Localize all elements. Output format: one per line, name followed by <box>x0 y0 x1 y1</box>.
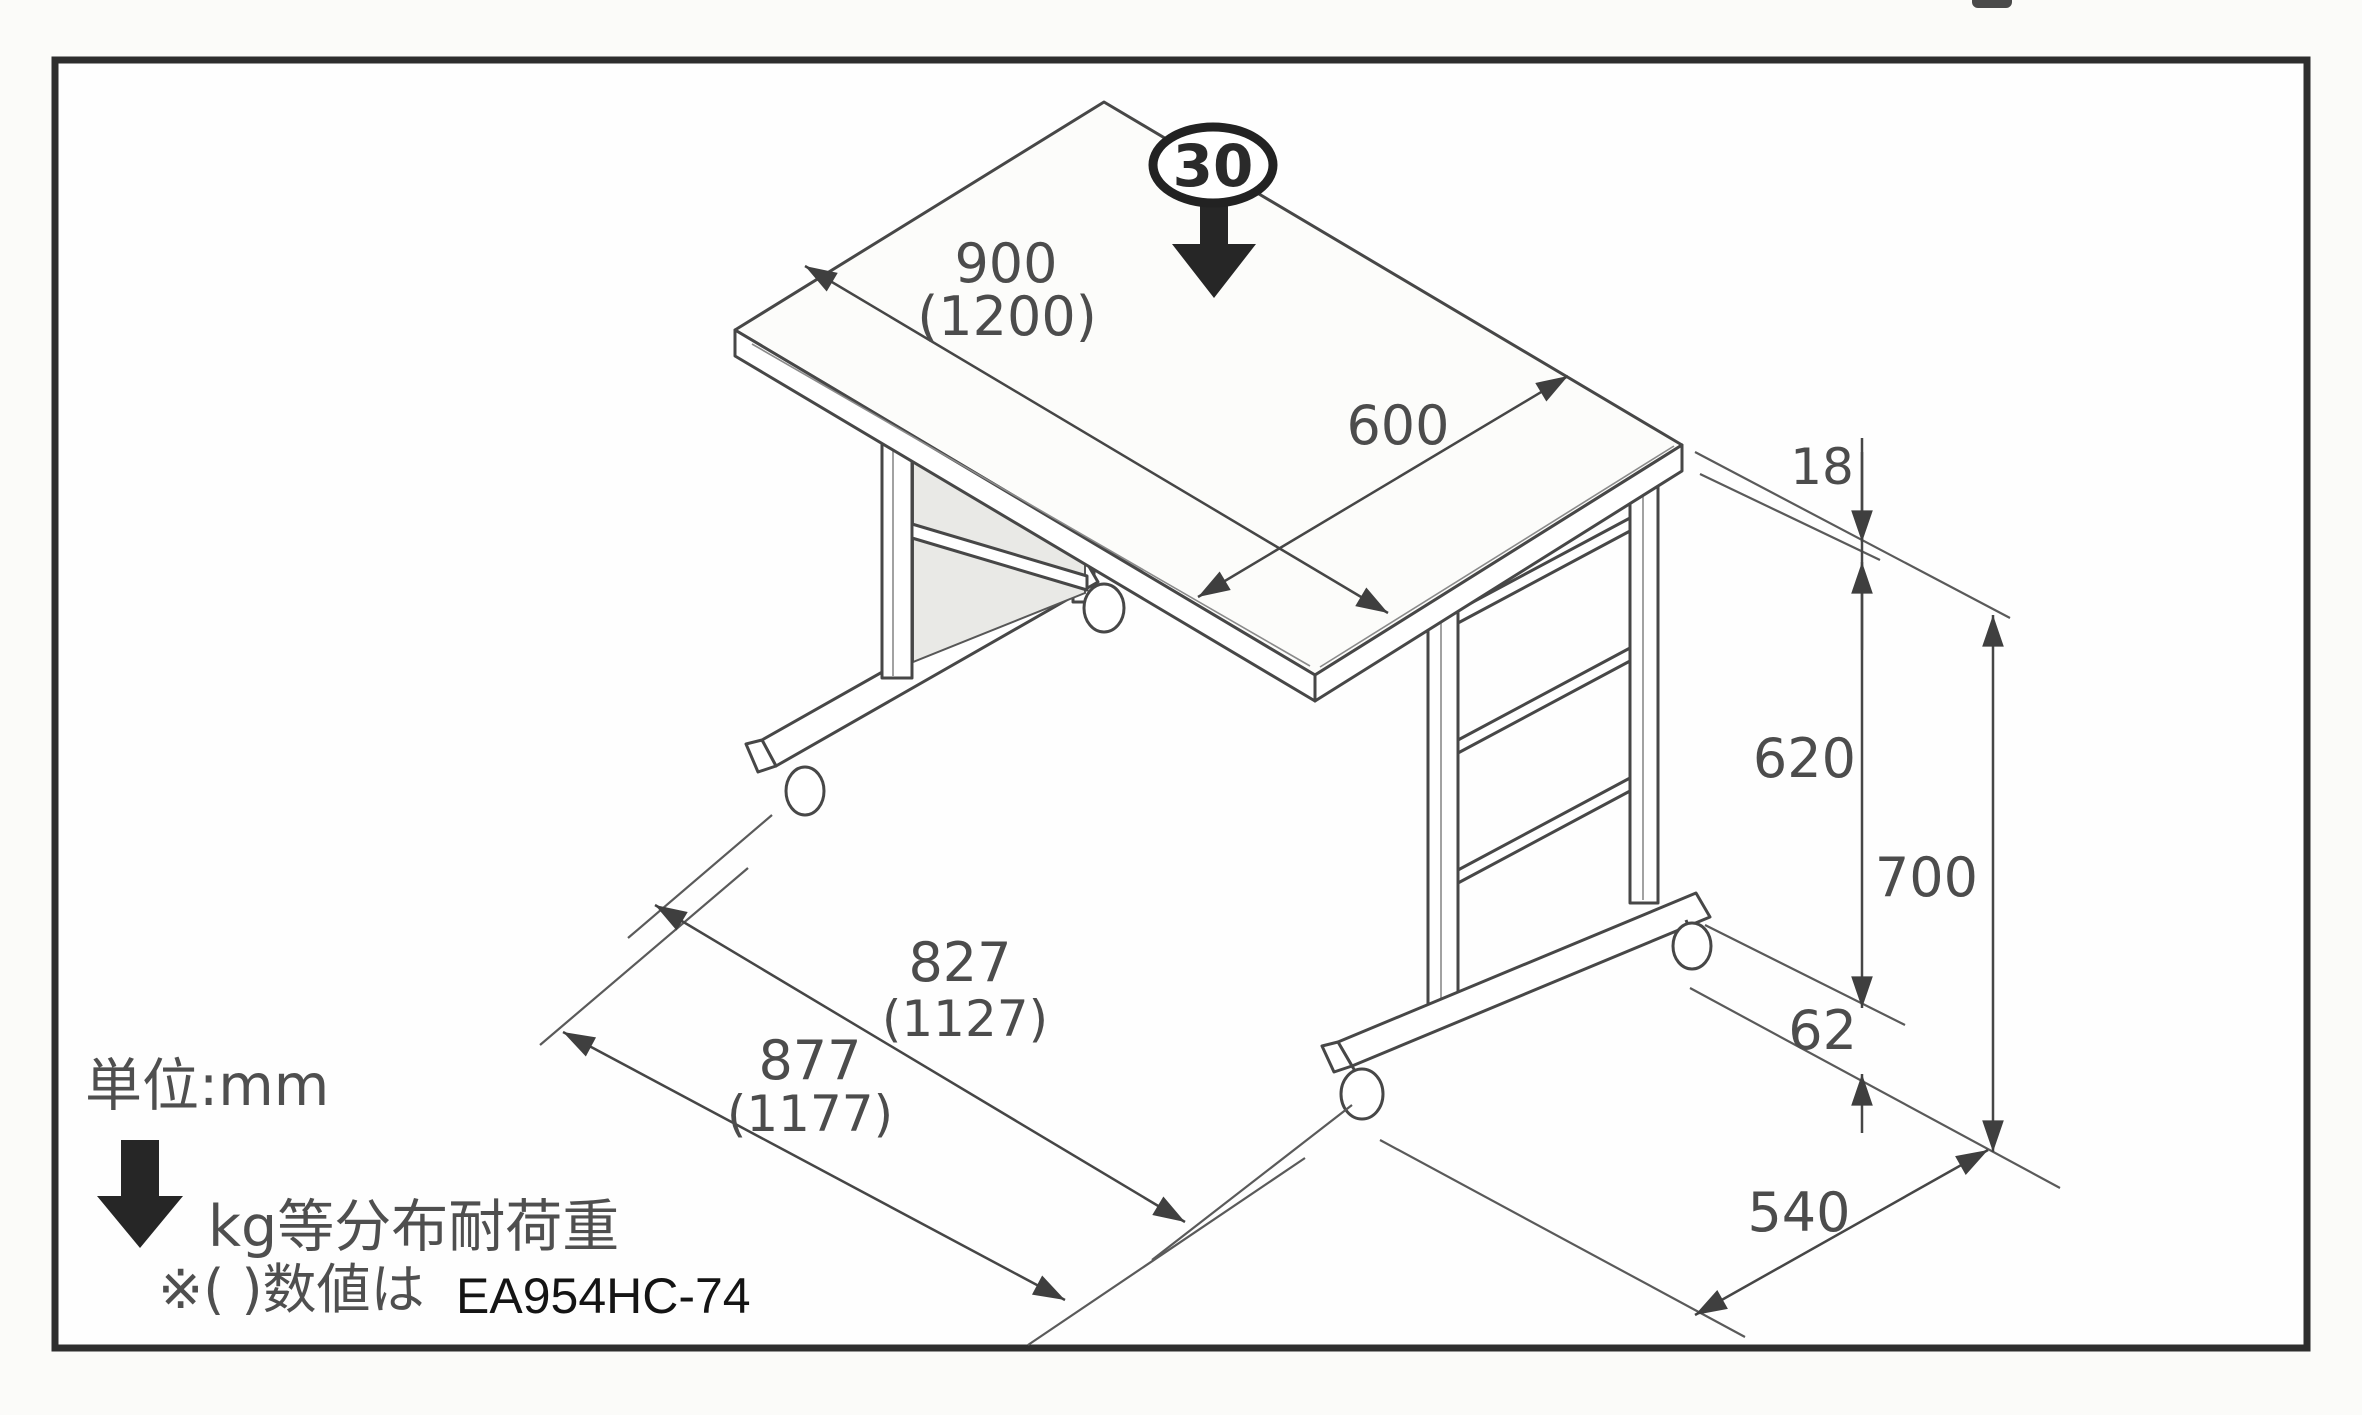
label-base-depth: 540 <box>1747 1181 1850 1244</box>
ext-bottom-surface <box>1699 473 1881 561</box>
right-rear-caster <box>1671 921 1713 971</box>
ext-827-right <box>1151 1104 1353 1261</box>
label-overall-length-paren: (1177) <box>727 1085 893 1143</box>
legend-arrow-stem <box>121 1140 159 1198</box>
label-top-width-paren: (1200) <box>917 285 1097 348</box>
ext-beam-top <box>1704 924 1906 1026</box>
dimension-labels: 900 (1200) 600 18 620 700 62 540 827 (11… <box>727 232 1978 1244</box>
dimline-877 <box>562 1030 1066 1302</box>
label-top-width: 900 <box>954 232 1057 295</box>
right-front-post <box>1426 603 1460 1020</box>
left-rear-caster <box>1082 582 1126 634</box>
ext-827-left <box>627 814 773 939</box>
legend-arrow-head <box>97 1196 183 1248</box>
ext-floor-front <box>1379 1139 1746 1338</box>
legend-units: 単位:mm <box>85 1053 329 1119</box>
label-frame-length-paren: (1127) <box>882 990 1048 1048</box>
badge-oval <box>1148 122 1278 208</box>
right-front-caster <box>1339 1067 1385 1121</box>
legend-load-capacity: kg等分布耐荷重 <box>208 1194 619 1260</box>
label-caster-height: 62 <box>1788 999 1857 1062</box>
label-top-depth: 600 <box>1346 394 1449 457</box>
ext-floor-rear <box>1689 987 2061 1189</box>
label-frame-length: 827 <box>908 931 1011 994</box>
extension-lines <box>539 451 2061 1346</box>
legend-model-code: EA954HC-74 <box>456 1268 751 1324</box>
legend: 単位:mm kg等分布耐荷重 ※( )数値は EA954HC-74 <box>85 1053 751 1324</box>
dimension-lines <box>562 264 2004 1317</box>
ext-877-right <box>1027 1157 1306 1346</box>
left-front-caster <box>784 765 826 817</box>
load-capacity-badge: 30 <box>1148 122 1278 298</box>
label-top-thickness: 18 <box>1790 438 1854 496</box>
label-overall-length: 877 <box>758 1029 861 1092</box>
legend-paren-note: ※( )数値は <box>158 1258 425 1321</box>
badge-load-value: 30 <box>1173 132 1254 200</box>
label-underside-height: 620 <box>1753 727 1856 790</box>
dimline-540 <box>1694 1148 1989 1317</box>
cropped-print-mark <box>1972 0 2012 8</box>
right-rear-post <box>1628 475 1660 905</box>
ext-877-left <box>539 867 749 1046</box>
left-leg-post <box>880 441 914 680</box>
badge-arrow-stem <box>1200 200 1228 246</box>
label-overall-height: 700 <box>1875 846 1978 909</box>
dimline-top-depth <box>1197 374 1569 599</box>
badge-arrow-head <box>1172 244 1256 298</box>
left-foot-beam-endcap <box>744 738 778 774</box>
